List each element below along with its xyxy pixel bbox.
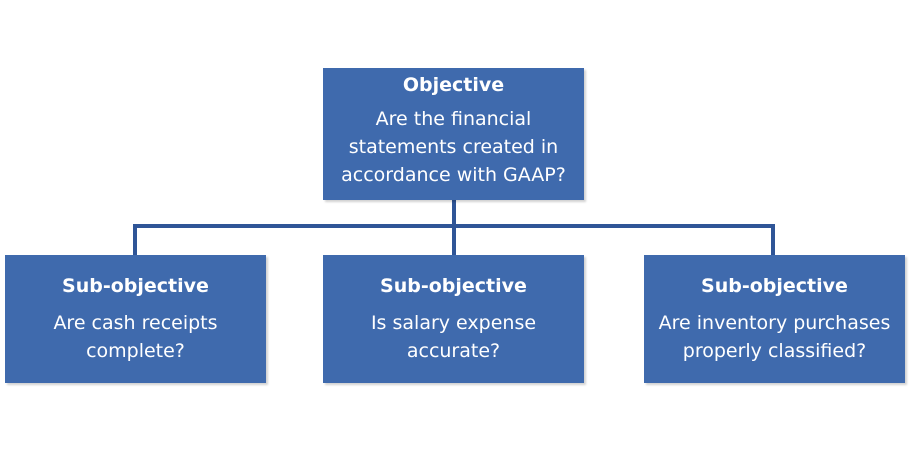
objective-question: Are the financial statements created in … (341, 105, 566, 189)
sub-objective-line: Are cash receipts (53, 312, 218, 334)
objective-line: Are the financial (375, 108, 532, 130)
sub-objective-heading: Sub-objective (701, 275, 848, 297)
sub-objective-box-1: Sub-objective Are cash receipts complete… (5, 255, 266, 383)
sub-objective-line: Is salary expense (370, 312, 537, 334)
objective-heading: Objective (402, 74, 505, 96)
sub-objective-question: Is salary expense accurate? (371, 309, 536, 365)
sub-objective-question: Are cash receipts complete? (53, 309, 217, 365)
sub-objective-question: Are inventory purchases properly classif… (659, 309, 891, 365)
sub-objective-heading: Sub-objective (380, 275, 527, 297)
sub-objective-line: accurate? (406, 340, 501, 362)
objective-box: Objective Are the financial statements c… (323, 68, 584, 200)
sub-objective-line: Are inventory purchases (658, 312, 891, 334)
objective-line: statements created in (348, 136, 559, 158)
sub-objective-box-2: Sub-objective Is salary expense accurate… (323, 255, 584, 383)
objective-line: accordance with GAAP? (341, 164, 566, 186)
sub-objective-line: complete? (86, 340, 185, 362)
sub-objective-heading: Sub-objective (62, 275, 209, 297)
sub-objective-box-3: Sub-objective Are inventory purchases pr… (644, 255, 905, 383)
sub-objective-line: properly classified? (682, 340, 867, 362)
